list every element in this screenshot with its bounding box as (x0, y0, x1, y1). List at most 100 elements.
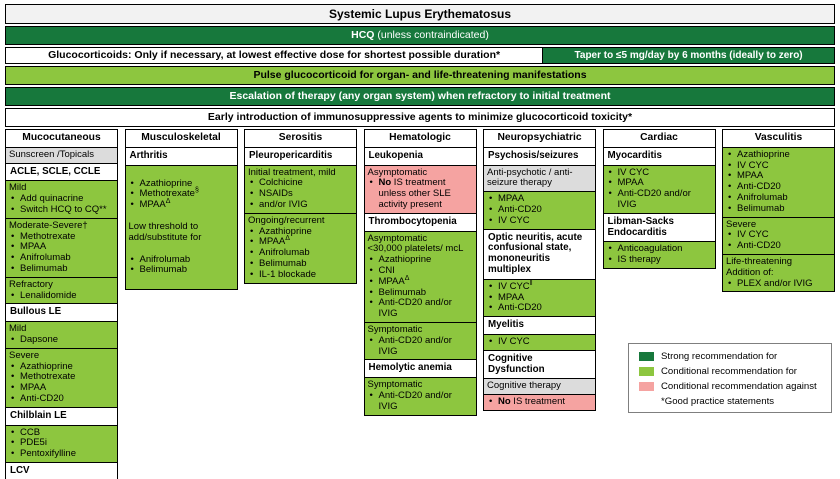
taper-statement: Taper to ≤5 mg/day by 6 months (ideally … (542, 47, 835, 64)
bullet: • (11, 241, 15, 253)
treatment-item: •Colchicine (250, 177, 303, 189)
legend-swatch (639, 352, 654, 361)
bullet: • (11, 333, 15, 345)
bullet: • (11, 262, 15, 274)
bullet: • (608, 254, 612, 266)
condition-label: Anti-psychotic / anti-seizure therapy (487, 166, 573, 189)
treatment-item: •Pentoxifylline (11, 448, 76, 460)
section-subheader: Chilblain LE (5, 406, 118, 426)
hcq-banner: HCQ (unless contraindicated) (5, 26, 835, 45)
treatment-block: Asymptomatic•No IS treatment unless othe… (363, 164, 477, 214)
bullet: • (489, 335, 493, 347)
bullet: • (11, 203, 15, 215)
treatment-block: •MPAA•Anti-CD20•IV CYC (483, 191, 596, 230)
condition-label: Symptomatic (367, 379, 423, 391)
treatment-item: •IV CYC (608, 166, 650, 178)
treatment-item: •MPAAΔ (369, 274, 410, 287)
treatment-item: •MPAA (489, 291, 525, 303)
figure-title-text: Systemic Lupus Erythematosus (328, 7, 512, 21)
bullet: • (250, 188, 254, 200)
treatment-item: •Azathioprine (130, 177, 193, 189)
bullet: • (369, 177, 373, 189)
treatment-block: •Anticoagulation•IS therapy (602, 241, 716, 269)
section-subheader: Pleuropericarditis (244, 146, 357, 166)
treatment-item: •Anti-CD20 (728, 240, 781, 252)
column-header: Vasculitis (722, 129, 835, 148)
bullet: • (728, 202, 732, 214)
treatment-item: •Azathioprine (250, 225, 312, 237)
bullet: • (369, 275, 373, 287)
glucocorticoid-statement: Glucocorticoids: Only if necessary, at l… (5, 47, 544, 64)
treatment-item: •Belimumab (11, 262, 68, 274)
bullet: • (608, 166, 612, 178)
bullet: • (11, 252, 15, 264)
column-header: Musculoskeletal (124, 129, 238, 148)
spacer (129, 244, 234, 255)
section-subheader: Optic neuritis, acute confusional state,… (483, 228, 596, 280)
bullet: • (489, 291, 493, 303)
bullet: • (369, 389, 373, 401)
legend-label: Strong recommendation for (661, 351, 778, 362)
legend-label: Conditional recommendation for (661, 366, 797, 377)
treatment-item: •Methotrexate (11, 371, 76, 383)
bullet: • (11, 193, 15, 205)
treatment-item: •Anticoagulation (608, 243, 683, 255)
column-header: Mucocutaneous (5, 129, 118, 148)
treatment-item: •Anti-CD20 and/or IVIG (608, 188, 691, 210)
treatment-item: •CNI (369, 264, 395, 276)
condition-label: Asymptomatic (367, 166, 428, 178)
section-subheader: Leukopenia (363, 146, 477, 166)
treatment-block: Cognitive therapy (483, 378, 596, 396)
treatment-item: •Anti-CD20 (489, 302, 542, 314)
condition-label: Refractory (9, 278, 53, 290)
treatment-item: •Lenalidomide (11, 289, 77, 301)
bullet: • (250, 236, 254, 248)
condition-label: Life-threatening (726, 255, 793, 267)
section-subheader: Arthritis (124, 146, 238, 166)
treatment-item: •Anti-CD20 and/or IVIG (369, 297, 452, 320)
bullet: • (250, 177, 254, 189)
treatment-item: •Dapsone (11, 333, 59, 345)
treatment-item: •MPAA (11, 382, 47, 394)
bullet: • (11, 230, 15, 242)
treatment-block: Asymptomatic<30,000 platelets/ mcL•Azath… (363, 230, 477, 323)
bullet: • (728, 159, 732, 171)
bullet: • (11, 426, 15, 438)
treatment-block: Refractory•Lenalidomide (5, 276, 118, 305)
bullet: • (130, 199, 134, 211)
bullet: • (728, 170, 732, 182)
bullet: • (11, 360, 15, 372)
bullet: • (250, 225, 254, 237)
treatment-block: •IV CYC (483, 333, 596, 351)
treatment-block: •IV CYC‖•MPAA•Anti-CD20 (483, 278, 596, 318)
treatment-item: •PDE5i (11, 437, 47, 449)
pulse-glucocorticoid-banner: Pulse glucocorticoid for organ- and life… (5, 66, 835, 85)
section-subheader: Myocarditis (602, 146, 716, 166)
treatment-block: •Azathioprine•IV CYC•MPAA•Anti-CD20•Anif… (722, 146, 835, 218)
treatment-block: Sunscreen /Topicals (5, 146, 118, 164)
treatment-item: •NSAIDs (250, 188, 293, 200)
condition-label: Asymptomatic (367, 232, 428, 244)
bullet: • (489, 302, 493, 314)
treatment-block: Symptomatic•Anti-CD20 and/or IVIG (363, 377, 477, 416)
bullet: • (489, 193, 493, 205)
bullet: • (130, 188, 134, 200)
treatment-item: •Belimumab (250, 257, 307, 269)
treatment-item: •Anti-CD20 (728, 181, 781, 193)
glucocorticoid-banner: Glucocorticoids: Only if necessary, at l… (5, 47, 835, 64)
treatment-item: •Anti-CD20 and/or IVIG (369, 334, 452, 357)
bullet: • (728, 191, 732, 203)
treatment-block: Ongoing/recurrent•Azathioprine•MPAAΔ•Ani… (244, 212, 357, 284)
treatment-item: •MPAAΔ (130, 198, 171, 211)
bullet: • (250, 198, 254, 210)
legend-item: Strong recommendation for (639, 351, 823, 362)
treatment-item: •Belimumab (130, 264, 188, 276)
condition-label: Cognitive therapy (487, 380, 561, 392)
hcq-banner-bold: HCQ (351, 29, 375, 41)
figure-title: Systemic Lupus Erythematosus (5, 4, 835, 24)
